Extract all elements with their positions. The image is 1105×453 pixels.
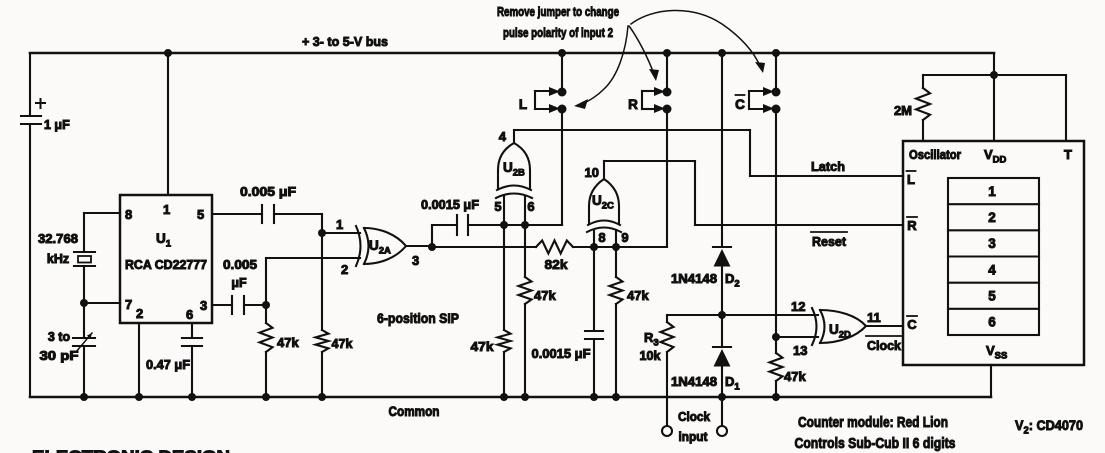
svg-text:R: R — [907, 218, 917, 233]
svg-text:input: input — [679, 430, 709, 444]
svg-text:8: 8 — [598, 230, 605, 245]
svg-text:U2B: U2B — [503, 160, 525, 179]
svg-text:4: 4 — [499, 129, 507, 144]
svg-text:U2A: U2A — [369, 238, 391, 257]
svg-text:D1: D1 — [725, 374, 740, 393]
svg-text:0.0015 μF: 0.0015 μF — [421, 198, 479, 212]
svg-text:6: 6 — [988, 315, 996, 330]
svg-text:0.0015 μF: 0.0015 μF — [532, 347, 591, 361]
svg-text:6-position SIP: 6-position SIP — [377, 310, 459, 326]
svg-text:12: 12 — [791, 299, 805, 314]
svg-text:7: 7 — [125, 297, 132, 312]
svg-text:47k: 47k — [471, 339, 495, 354]
svg-text:10: 10 — [585, 165, 599, 180]
svg-text:3 to: 3 to — [48, 330, 71, 344]
svg-text:μF: μF — [231, 276, 247, 290]
svg-text:9: 9 — [621, 230, 628, 245]
svg-text:Remove jumper to change: Remove jumper to change — [497, 4, 619, 19]
svg-text:3: 3 — [988, 236, 996, 251]
svg-text:kHz: kHz — [47, 252, 69, 266]
svg-text:6: 6 — [186, 307, 193, 322]
svg-text:Oscillator: Oscillator — [909, 148, 961, 162]
svg-text:V2: CD4070: V2: CD4070 — [1015, 417, 1083, 437]
svg-text:VDD: VDD — [984, 147, 1007, 166]
svg-text:Counter module: Red Lion: Counter module: Red Lion — [798, 415, 948, 431]
svg-text:1: 1 — [163, 202, 170, 217]
svg-text:Controls Sub-Cub II 6 digits: Controls Sub-Cub II 6 digits — [795, 436, 956, 452]
svg-text:+ 3- to 5-V bus: + 3- to 5-V bus — [302, 34, 388, 49]
svg-text:C: C — [907, 317, 917, 332]
svg-text:47k: 47k — [277, 335, 299, 350]
svg-text:0.47 μF: 0.47 μF — [146, 358, 190, 372]
svg-text:82k: 82k — [545, 257, 569, 272]
svg-text:2: 2 — [988, 210, 996, 225]
svg-text:1 μF: 1 μF — [44, 118, 70, 132]
svg-text:8: 8 — [125, 207, 132, 222]
svg-text:U2D: U2D — [829, 322, 851, 341]
svg-text:T: T — [1064, 147, 1072, 162]
svg-text:L: L — [519, 97, 527, 112]
svg-text:R3: R3 — [644, 330, 659, 349]
svg-text:0.005: 0.005 — [223, 258, 257, 272]
svg-text:2M: 2M — [894, 103, 912, 118]
svg-text:4: 4 — [988, 262, 996, 277]
svg-text:C: C — [735, 97, 745, 112]
svg-text:13: 13 — [793, 343, 807, 358]
svg-text:30 pF: 30 pF — [40, 349, 79, 363]
svg-text:D2: D2 — [725, 271, 740, 290]
svg-text:10k: 10k — [640, 349, 661, 363]
svg-text:Clock: Clock — [867, 339, 901, 353]
svg-text:3: 3 — [412, 253, 419, 268]
svg-text:Clock: Clock — [678, 410, 710, 424]
svg-text:5: 5 — [197, 207, 204, 222]
svg-text:1N4148: 1N4148 — [671, 272, 717, 286]
svg-text:Latch: Latch — [811, 159, 845, 174]
svg-text:47k: 47k — [627, 288, 649, 303]
svg-text:5: 5 — [494, 199, 501, 214]
svg-text:ELECTRONIC DESIGN: ELECTRONIC DESIGN — [32, 448, 230, 453]
svg-text:1: 1 — [336, 217, 343, 232]
svg-text:47k: 47k — [534, 288, 556, 303]
svg-text:47k: 47k — [784, 369, 806, 384]
svg-text:Common: Common — [389, 404, 440, 419]
svg-text:Reset: Reset — [812, 234, 847, 249]
svg-text:RCA CD22777: RCA CD22777 — [125, 257, 207, 272]
svg-text:3: 3 — [200, 298, 207, 313]
svg-text:R: R — [628, 97, 638, 112]
svg-text:1: 1 — [988, 184, 996, 199]
svg-text:2: 2 — [341, 262, 348, 277]
svg-text:32.768: 32.768 — [38, 232, 78, 246]
svg-text:6: 6 — [527, 199, 534, 214]
svg-text:1N4148: 1N4148 — [671, 375, 717, 389]
svg-text:U1: U1 — [156, 231, 172, 250]
svg-text:pulse polarity of input 2: pulse polarity of input 2 — [503, 25, 613, 40]
svg-text:11: 11 — [867, 310, 881, 325]
svg-text:0.005 μF: 0.005 μF — [240, 185, 296, 199]
svg-text:U2C: U2C — [592, 193, 614, 212]
svg-text:L: L — [907, 172, 915, 187]
svg-text:47k: 47k — [332, 336, 354, 351]
svg-text:VSS: VSS — [986, 343, 1007, 362]
svg-text:5: 5 — [988, 289, 996, 304]
svg-text:2: 2 — [136, 306, 143, 321]
